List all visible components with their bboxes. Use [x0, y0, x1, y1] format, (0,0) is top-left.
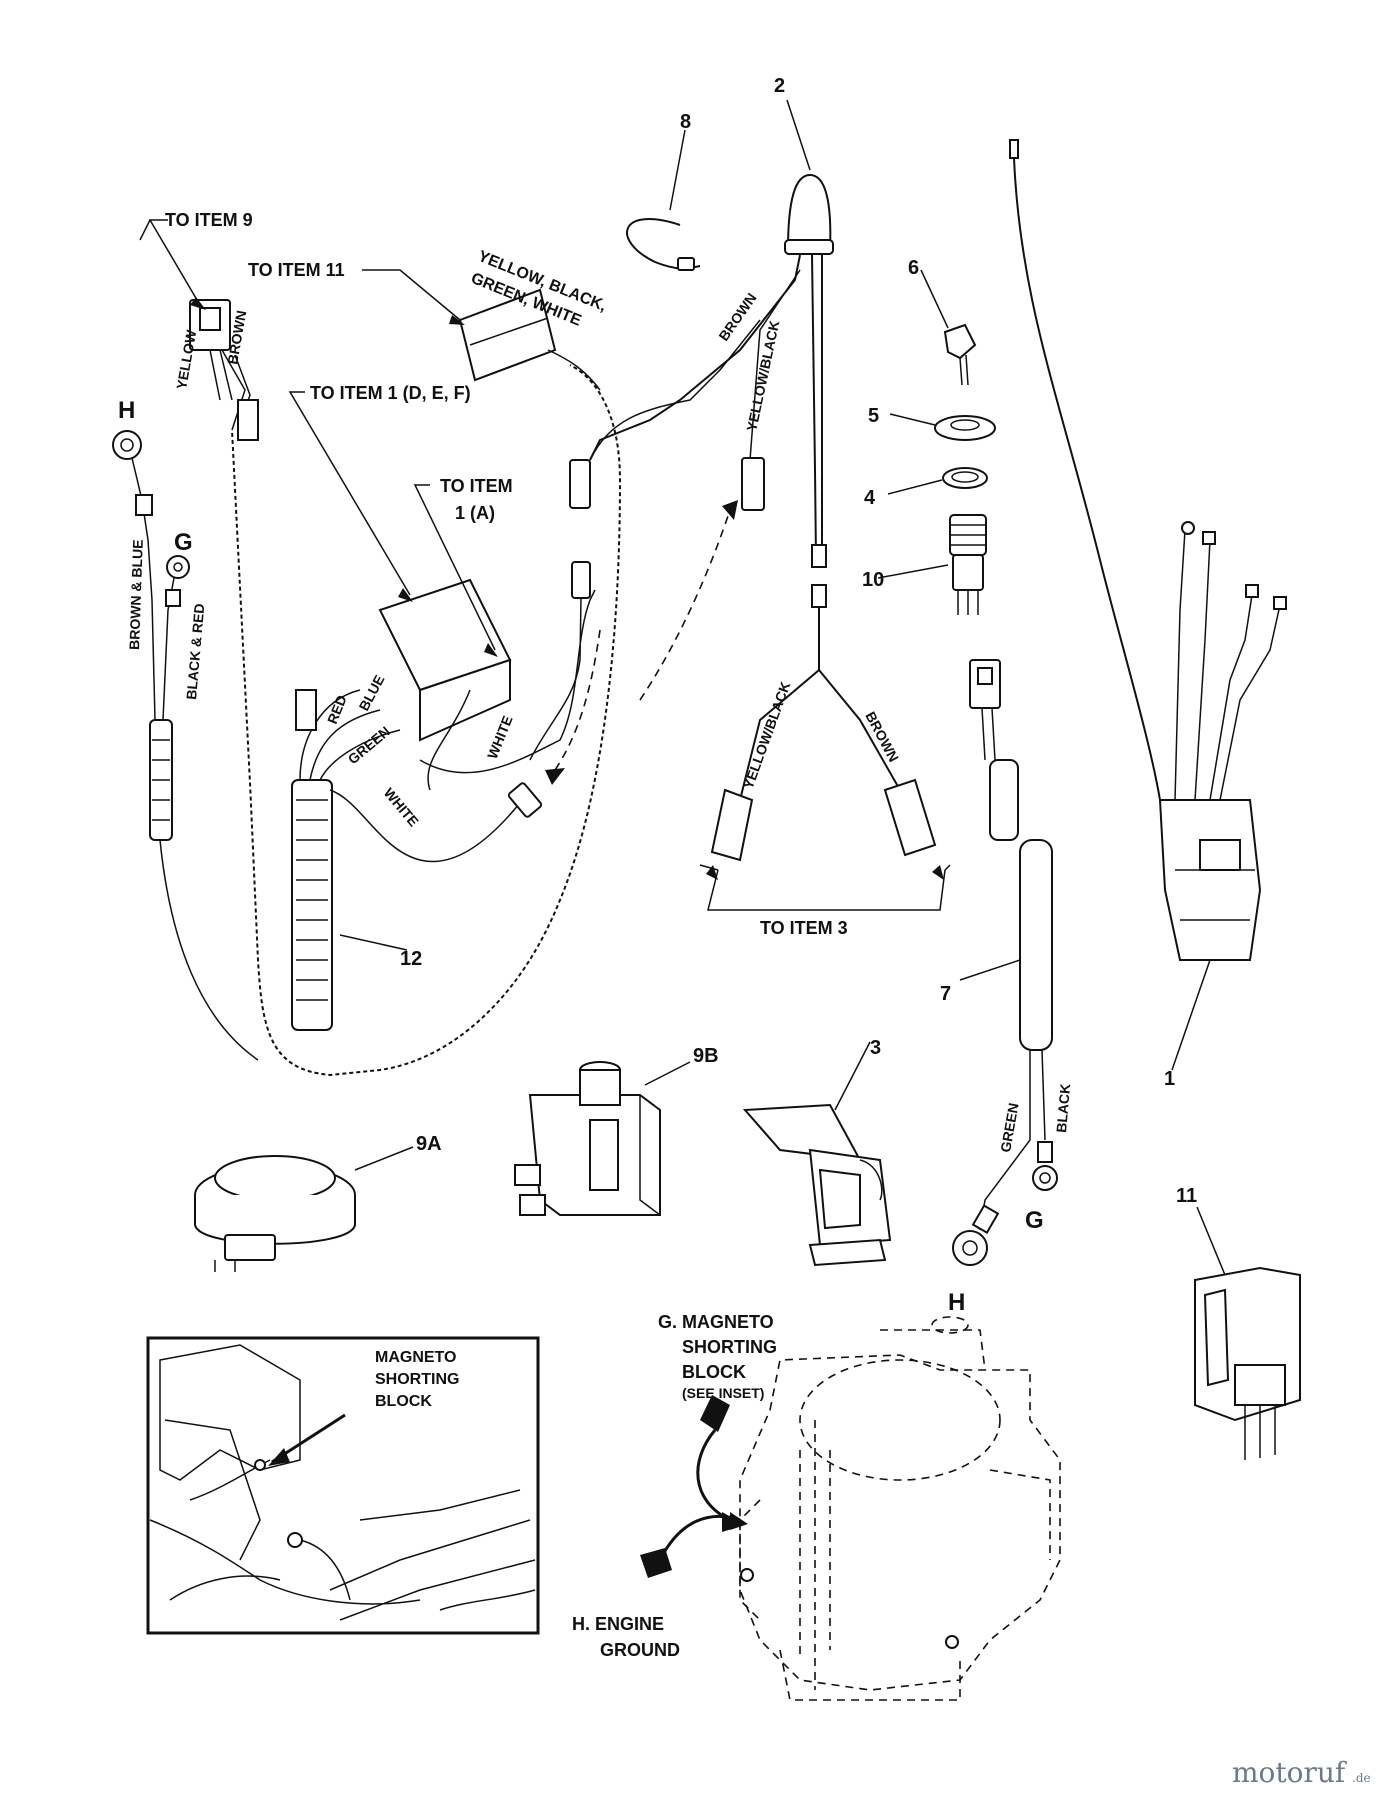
wire-label-yellow-black-upper: YELLOW/BLACK [743, 319, 782, 433]
h-engine-label-2: GROUND [600, 1640, 680, 1660]
callout-6: 6 [908, 257, 919, 279]
item-11-pto-switch [1194, 1266, 1301, 1460]
leader-lines [139, 99, 1226, 1276]
main-wiring-harness [221, 349, 626, 1081]
inset-label-1: MAGNETO [375, 1349, 456, 1366]
wire-label-green-harness: GREEN [345, 723, 393, 767]
wire-label-brown-and-blue: BROWN & BLUE [126, 539, 146, 650]
item-1-ignition-harness [1009, 139, 1287, 961]
item-3-bracket [742, 1103, 892, 1267]
callout-8: 8 [680, 111, 691, 133]
wire-label-black: BLACK [1053, 1083, 1073, 1133]
item-6-key [943, 323, 977, 386]
terminal-h-right: H [948, 1289, 965, 1316]
label-to-item-11: TO ITEM 11 [248, 260, 345, 280]
callout-5: 5 [868, 405, 879, 427]
ground-wires-left [112, 430, 259, 1061]
label-to-item-1-def: TO ITEM 1 (D, E, F) [310, 383, 471, 403]
wire-label-red: RED [324, 693, 350, 726]
callout-1: 1 [1164, 1068, 1175, 1090]
wire-label-yellow-black-lower: YELLOW/BLACK [740, 680, 794, 791]
callout-4: 4 [864, 487, 876, 509]
item-1-def-connector [378, 578, 512, 791]
label-to-item-9: TO ITEM 9 [165, 210, 253, 230]
inset-label-2: SHORTING [375, 1371, 459, 1388]
h-engine-label-1: H. ENGINE [572, 1614, 664, 1634]
item-5-nut [934, 415, 996, 441]
watermark-brand: motoruf [1232, 1756, 1348, 1789]
wire-label-brown-lower: BROWN [862, 709, 902, 765]
item-10-ignition-switch [949, 514, 987, 615]
callout-2: 2 [774, 75, 785, 97]
item-9-connector [189, 299, 233, 401]
wire-label-brown-item2: BROWN [715, 290, 759, 344]
magneto-inset [146, 1336, 540, 1635]
wire-label-white-lower: WHITE [381, 785, 422, 830]
g-magneto-label-3: BLOCK [682, 1362, 746, 1382]
terminal-g-left: G [174, 529, 193, 556]
item-4-washer [942, 467, 988, 489]
wire-label-yellow: YELLOW [173, 328, 199, 391]
engine-outline [739, 1316, 1061, 1701]
wire-label-green-item7: GREEN [997, 1102, 1021, 1154]
label-to-item-1a-line1: TO ITEM [440, 476, 513, 496]
callout-12: 12 [400, 948, 422, 970]
wire-label-white-upper: WHITE [484, 713, 516, 761]
terminal-g-right: G [1025, 1207, 1044, 1234]
item-2-harness [589, 173, 951, 911]
callout-9b: 9B [693, 1045, 719, 1067]
callout-3: 3 [870, 1037, 881, 1059]
g-magneto-label-1: G. MAGNETO [658, 1312, 774, 1332]
wire-label-blue: BLUE [356, 672, 388, 713]
routing-arrows [545, 500, 738, 785]
item-9a-seat-switch [194, 1155, 356, 1272]
inset-label-3: BLOCK [375, 1393, 432, 1410]
callout-7: 7 [940, 983, 951, 1005]
white-wire-terminals [507, 319, 761, 818]
engine-callout-arrows [640, 1395, 748, 1578]
g-magneto-label-4: (SEE INSET) [682, 1385, 764, 1401]
watermark-logo: motoruf .de [1232, 1756, 1371, 1789]
terminal-h-left: H [118, 397, 135, 424]
item-8-cable-tie [626, 218, 701, 271]
item-9b-plunger-switch [514, 1061, 661, 1216]
wire-label-black-and-red: BLACK & RED [183, 603, 207, 700]
callout-9a: 9A [416, 1133, 442, 1155]
callout-10: 10 [862, 569, 884, 591]
watermark-suffix: .de [1352, 1771, 1371, 1785]
callout-11: 11 [1176, 1185, 1197, 1207]
label-to-item-1a-line2: 1 (A) [455, 503, 495, 523]
g-magneto-label-2: SHORTING [682, 1337, 777, 1357]
label-to-item-3: TO ITEM 3 [760, 918, 848, 938]
item-11-connector [458, 288, 601, 391]
item-7-ground-harness [952, 659, 1058, 1266]
